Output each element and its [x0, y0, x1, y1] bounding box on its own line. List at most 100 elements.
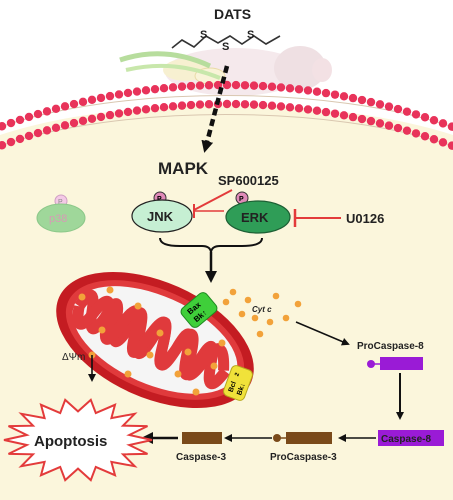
- membrane-bead: [330, 109, 340, 118]
- membrane-bead: [69, 99, 79, 109]
- bax-protein: Bax Bk↑: [180, 292, 218, 328]
- membrane-bead: [312, 87, 322, 96]
- bcl-label-2: Bk↓: [236, 382, 247, 396]
- membrane-bead: [231, 99, 241, 109]
- jnk-node: P JNK: [131, 191, 193, 233]
- cell-membrane: [0, 80, 453, 150]
- membrane-bead: [69, 118, 79, 128]
- membrane-bead: [384, 121, 394, 130]
- membrane-bead: [429, 135, 439, 144]
- procaspase3: ProCaspase-3: [270, 432, 337, 463]
- p38-phospho: P: [58, 199, 63, 206]
- sp600125-inhibitor: SP600125: [193, 173, 279, 211]
- membrane-bead: [132, 87, 142, 96]
- membrane-bead: [0, 122, 7, 131]
- sulfur-2: S: [222, 41, 229, 53]
- membrane-bead: [24, 131, 34, 141]
- membrane-bead: [438, 138, 448, 147]
- u0126-label: U0126: [346, 211, 384, 226]
- procaspase8-label: ProCaspase-8: [357, 341, 424, 352]
- membrane-bead: [105, 91, 115, 101]
- membrane-bead: [375, 119, 385, 128]
- membrane-bead: [429, 116, 439, 125]
- membrane-bead: [222, 80, 232, 90]
- membrane-bead: [51, 123, 61, 132]
- membrane-bead: [0, 141, 7, 150]
- membrane-bead: [393, 123, 403, 133]
- bcl-sub: 2: [234, 372, 241, 378]
- membrane-bead: [411, 110, 421, 119]
- membrane-bead: [231, 80, 241, 90]
- membrane-bead: [411, 129, 421, 138]
- membrane-bead: [321, 107, 331, 117]
- caspase3-label: Caspase-3: [176, 452, 226, 463]
- u0126-inhibitor: U0126: [293, 209, 384, 227]
- membrane-bead: [87, 95, 97, 105]
- caspase3: Caspase-3: [176, 432, 226, 463]
- membrane-bead: [366, 97, 376, 107]
- sulfur-1: S: [200, 29, 207, 41]
- membrane-bead: [168, 102, 178, 111]
- membrane-bead: [150, 84, 160, 94]
- membrane-bead: [186, 100, 196, 110]
- membrane-bead: [339, 111, 349, 120]
- membrane-bead: [114, 90, 124, 99]
- membrane-bead: [159, 83, 169, 93]
- membrane-bead: [33, 128, 43, 138]
- membrane-bead: [24, 112, 34, 122]
- membrane-potential-label: ΔΨm: [62, 352, 85, 363]
- membrane-bead: [123, 88, 133, 98]
- membrane-bead: [60, 102, 70, 111]
- membrane-bead: [132, 106, 142, 115]
- p38-label: p38: [49, 213, 67, 225]
- membrane-bead: [78, 116, 88, 126]
- procaspase8: ProCaspase-8: [357, 341, 424, 370]
- cytc-label: Cyt c: [252, 305, 272, 314]
- membrane-bead: [384, 102, 394, 111]
- membrane-bead: [258, 81, 268, 91]
- membrane-bead: [123, 107, 133, 117]
- membrane-bead: [375, 100, 385, 109]
- membrane-bead: [276, 102, 286, 111]
- membrane-bead: [15, 134, 25, 144]
- erk-label: ERK: [241, 210, 269, 225]
- dats-to-mapk-arrow: [201, 65, 230, 153]
- membrane-bead: [42, 107, 52, 116]
- membrane-bead: [303, 86, 313, 95]
- sulfur-3: S: [247, 29, 254, 41]
- membrane-bead: [15, 115, 25, 125]
- membrane-bead: [267, 82, 277, 91]
- membrane-bead: [438, 119, 448, 128]
- membrane-bead: [96, 93, 106, 103]
- apoptosis-burst: Apoptosis: [3, 398, 153, 482]
- membrane-bead: [204, 81, 214, 90]
- p38-node: P p38: [36, 194, 86, 233]
- erk-node: P ERK: [225, 191, 291, 234]
- released-cytc-dots: [222, 288, 302, 338]
- membrane-bead: [240, 81, 250, 90]
- membrane-bead: [195, 81, 205, 90]
- membrane-bead: [249, 81, 259, 90]
- membrane-bead: [357, 114, 367, 124]
- dats-molecule: DATS S S S: [171, 6, 281, 53]
- membrane-bead: [60, 121, 70, 130]
- membrane-bead: [294, 104, 304, 113]
- dats-label: DATS: [214, 6, 251, 22]
- membrane-bead: [141, 105, 151, 114]
- membrane-bead: [159, 102, 169, 112]
- membrane-bead: [6, 118, 16, 128]
- membrane-bead: [87, 114, 97, 124]
- membrane-bead: [339, 92, 349, 101]
- membrane-bead: [285, 84, 295, 93]
- membrane-bead: [402, 107, 412, 116]
- membrane-bead: [267, 101, 277, 110]
- membrane-bead: [186, 81, 196, 91]
- membrane-bead: [33, 109, 43, 119]
- membrane-bead: [402, 126, 412, 135]
- membrane-bead: [285, 103, 295, 112]
- membrane-bead: [348, 93, 358, 103]
- membrane-bead: [168, 83, 178, 92]
- membrane-bead: [420, 113, 430, 122]
